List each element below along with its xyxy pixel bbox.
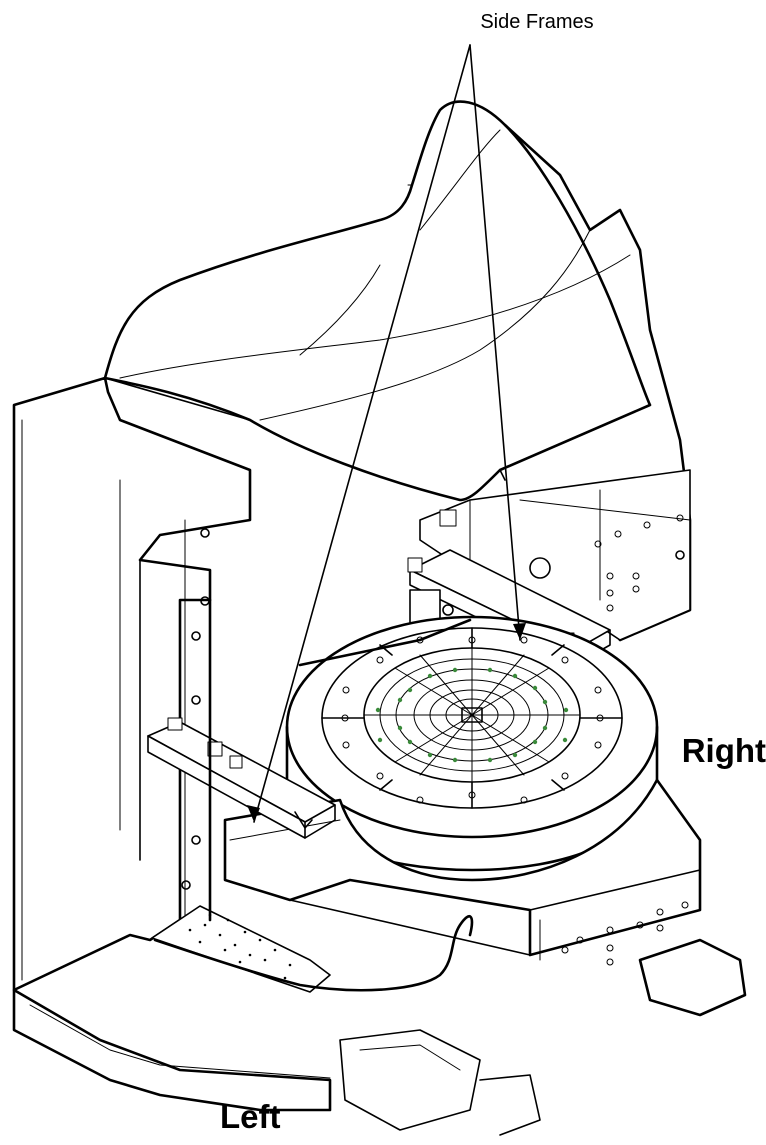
cable (153, 914, 474, 992)
left-side-frame (147, 717, 336, 839)
leader-lines (247, 44, 526, 823)
rotor-accent-dots (375, 667, 569, 763)
foot-plate (151, 905, 331, 993)
lower-base (223, 778, 747, 1136)
left-housing (12, 376, 332, 1112)
label-left: Left (220, 1098, 281, 1135)
label-side-frames: Side Frames (480, 11, 593, 33)
label-right: Right (682, 732, 766, 769)
rotor-mount-edge (298, 618, 472, 667)
hood-cover (103, 100, 652, 502)
rotor-table (285, 615, 659, 872)
